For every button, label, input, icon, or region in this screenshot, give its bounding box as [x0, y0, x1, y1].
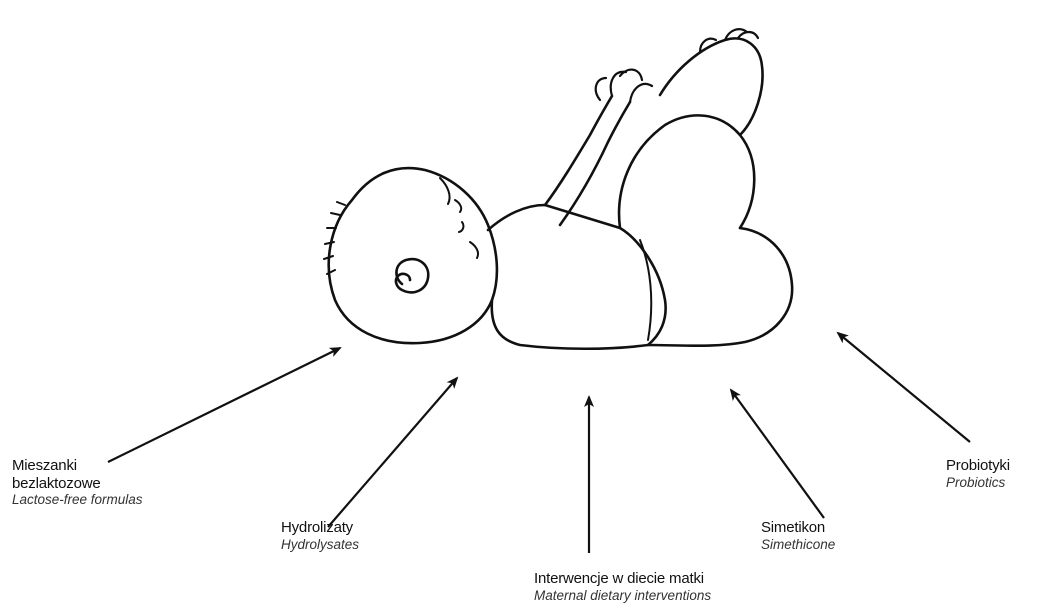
- baby-face: [440, 178, 478, 258]
- label-simethicone-pl: Simetikon: [761, 519, 881, 537]
- baby-thigh: [648, 228, 792, 346]
- baby-arm-right: [545, 96, 630, 225]
- baby-head: [329, 168, 497, 343]
- arrow-simethicone: [731, 390, 824, 518]
- label-lactose-free-pl-line1: Mieszanki: [12, 457, 202, 475]
- label-lactose-free-en: Lactose-free formulas: [12, 492, 202, 508]
- label-probiotics-pl: Probiotyki: [946, 457, 1042, 475]
- label-probiotics-en: Probiotics: [946, 475, 1042, 491]
- label-hydrolysates-en: Hydrolysates: [281, 537, 401, 553]
- label-lactose-free-formulas: Mieszanki bezlaktozowe Lactose-free form…: [12, 457, 202, 508]
- label-maternal-pl: Interwencje w diecie matki: [534, 570, 734, 588]
- arrow-probiotics: [838, 333, 970, 442]
- label-hydrolysates: Hydrolizaty Hydrolysates: [281, 519, 401, 553]
- baby-body: [488, 205, 666, 349]
- arrow-lactose-free: [108, 348, 340, 462]
- label-simethicone: Simetikon Simethicone: [761, 519, 881, 553]
- label-lactose-free-pl-line2: bezlaktozowe: [12, 475, 202, 493]
- baby-ear: [396, 259, 428, 292]
- arrow-hydrolysates: [328, 378, 457, 527]
- label-hydrolysates-pl: Hydrolizaty: [281, 519, 401, 537]
- baby-hands: [596, 70, 652, 102]
- label-probiotics: Probiotyki Probiotics: [946, 457, 1042, 491]
- baby-diaper: [640, 240, 651, 340]
- label-maternal-dietary-interventions: Interwencje w diecie matki Maternal diet…: [534, 570, 734, 604]
- baby-illustration: [324, 29, 792, 349]
- label-simethicone-en: Simethicone: [761, 537, 881, 553]
- baby-leg-upper: [619, 115, 754, 228]
- label-maternal-en: Maternal dietary interventions: [534, 588, 734, 604]
